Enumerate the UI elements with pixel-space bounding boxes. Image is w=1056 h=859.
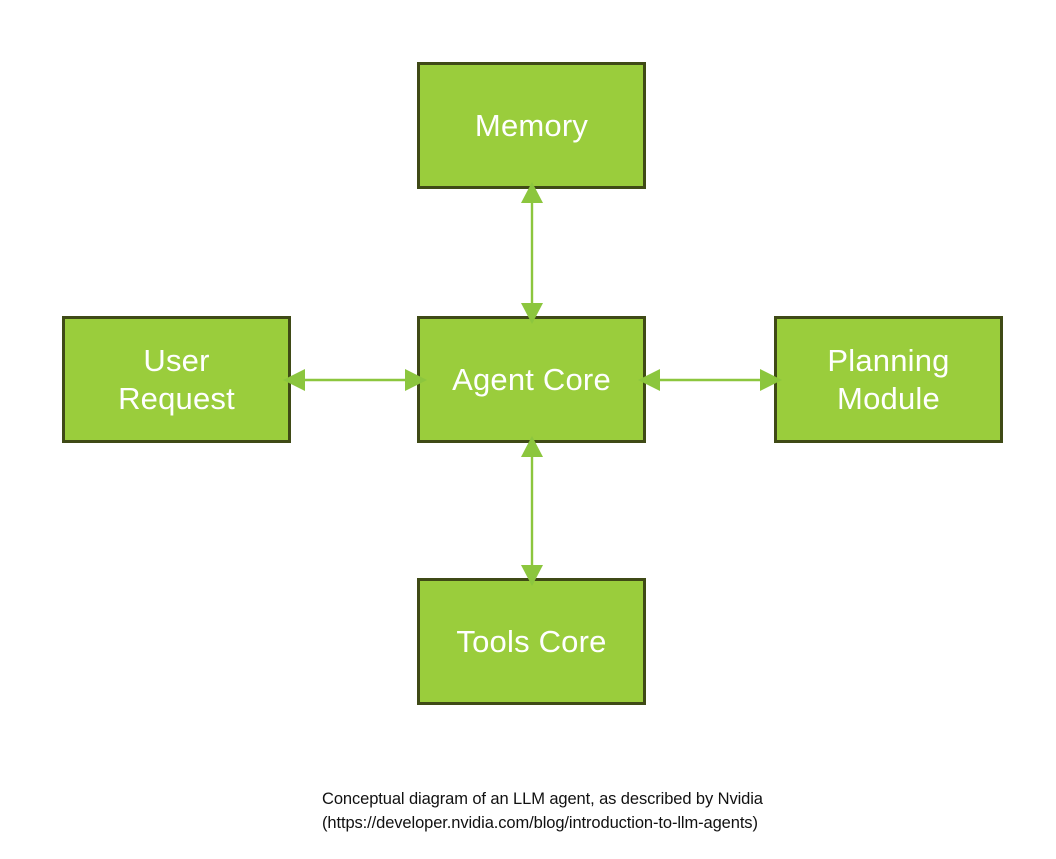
node-agent-core[interactable]: Agent Core [417,316,646,443]
node-planning-module[interactable]: Planning Module [774,316,1003,443]
connector-memory-agent-core [521,182,543,324]
connector-agent-core-planning-module [638,369,782,391]
node-user-request[interactable]: User Request [62,316,291,443]
connector-user-request-agent-core [283,369,427,391]
diagram-caption: Conceptual diagram of an LLM agent, as d… [322,790,763,833]
node-tools-core[interactable]: Tools Core [417,578,646,705]
connector-agent-core-tools-core [521,436,543,586]
node-memory[interactable]: Memory [417,62,646,189]
